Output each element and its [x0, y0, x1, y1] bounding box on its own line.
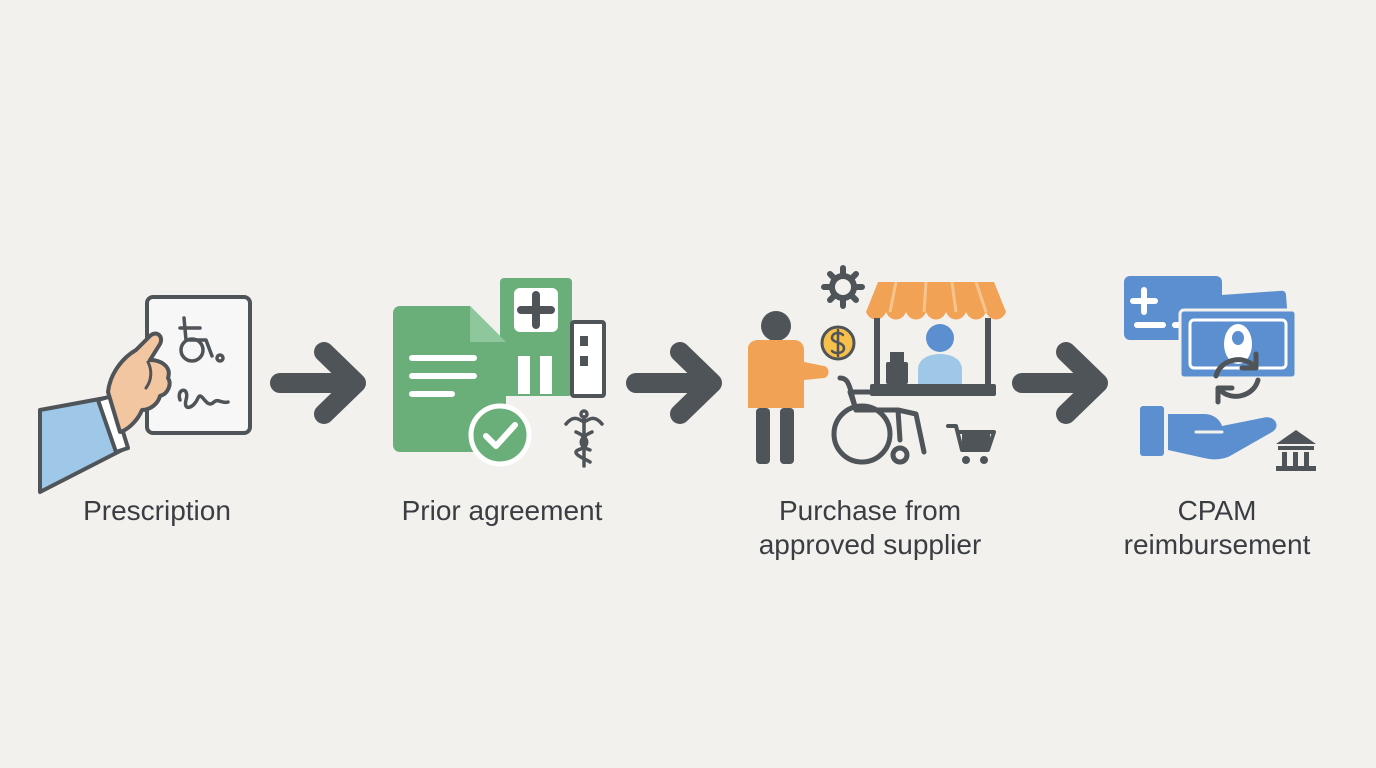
bank-icon	[1276, 430, 1316, 471]
caduceus-icon	[564, 409, 604, 468]
prescription-hand-icon	[38, 295, 252, 494]
arrow-right-icon	[270, 342, 366, 424]
arrow-right-icon	[626, 342, 722, 424]
coin-icon	[820, 325, 856, 361]
wheelchair-icon	[831, 375, 927, 465]
approved-document-hospital-icon	[393, 278, 606, 468]
step-label-prescription: Prescription	[83, 495, 231, 526]
step-label-purchase: Purchase from approved supplier	[758, 495, 982, 560]
supplier-shop-purchase-icon	[748, 265, 1006, 465]
banknote-icon	[1178, 290, 1298, 380]
step-label-prior-agreement: Prior agreement	[401, 495, 603, 526]
shopping-cart-icon	[946, 424, 996, 464]
refresh-icon	[1213, 351, 1261, 405]
reimbursement-money-icon	[1124, 276, 1316, 471]
arrow-right-icon	[1012, 342, 1108, 424]
gear-icon	[821, 265, 865, 309]
step-label-reimbursement: CPAM reimbursement	[1123, 495, 1311, 560]
giving-hand-icon	[1140, 406, 1277, 460]
